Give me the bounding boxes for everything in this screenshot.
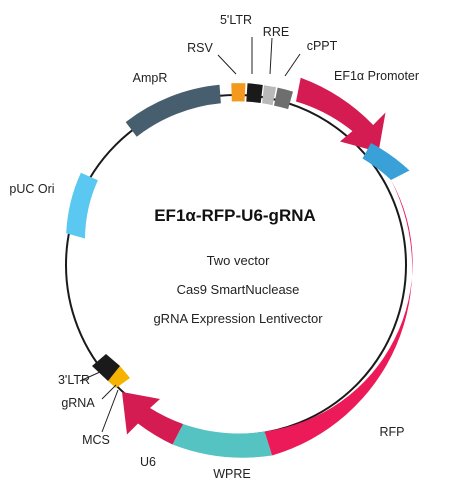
plasmid-title: EF1α-RFP-U6-gRNA <box>154 206 316 225</box>
grna-segment <box>108 366 130 388</box>
3ltr-segment <box>92 354 120 381</box>
wpre-label: WPRE <box>213 467 251 481</box>
3ltr-label: 3'LTR <box>58 373 90 387</box>
rfp-label: RFP <box>380 425 405 439</box>
rre-segment <box>262 85 277 106</box>
mcs-leader-line <box>101 389 119 433</box>
ampr-label: AmpR <box>133 71 168 85</box>
u6-arrow <box>122 392 183 445</box>
rsv-leader-line <box>217 54 237 75</box>
cppt-leader-line <box>284 53 301 77</box>
ef1a-promoter-arrow <box>296 77 386 152</box>
cppt-label: cPPT <box>307 39 338 53</box>
rsv-label: RSV <box>187 41 213 55</box>
grna-leader-line <box>101 384 117 400</box>
ampr-segment <box>125 84 221 137</box>
cppt-segment <box>274 87 293 110</box>
wpre-segment <box>172 424 272 458</box>
puc-ori-segment <box>66 172 98 239</box>
ef1a-promoter-label: EF1α Promoter <box>334 69 419 83</box>
subtitle-line-3: gRNA Expression Lentivector <box>153 311 323 326</box>
rre-leader-line <box>269 37 273 75</box>
3ltr-leader-line <box>79 371 101 382</box>
mcs-label: MCS <box>82 433 110 447</box>
subtitle-line-2: Cas9 SmartNuclease <box>177 282 300 297</box>
rsv-segment <box>231 83 246 102</box>
5ltr-label: 5'LTR <box>220 13 252 27</box>
rre-label: RRE <box>263 25 289 39</box>
u6-label: U6 <box>140 455 156 469</box>
5ltr-segment <box>246 83 263 103</box>
grna-label: gRNA <box>61 396 95 410</box>
subtitle-line-1: Two vector <box>207 253 271 268</box>
puc-ori-label: pUC Ori <box>9 182 54 196</box>
ef1a-tail-segment <box>362 143 410 180</box>
